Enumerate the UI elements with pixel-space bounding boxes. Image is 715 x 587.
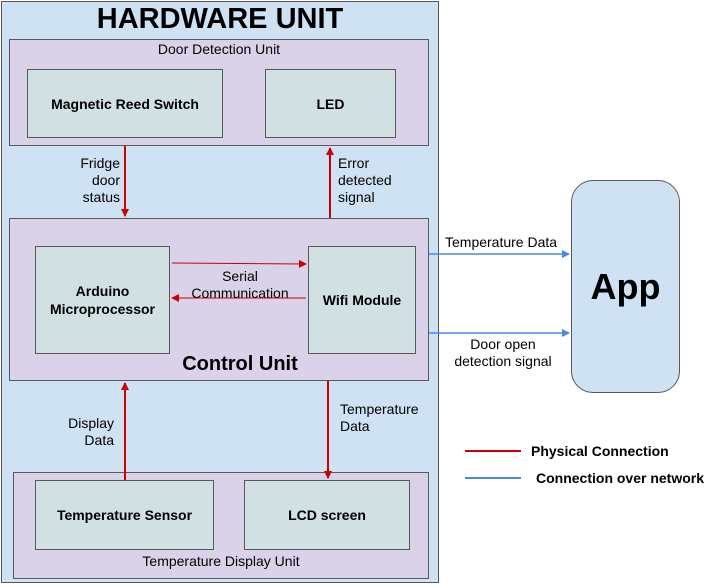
temperature-data-down-line2: Data: [340, 418, 370, 434]
arduino-label-line1: Arduino: [75, 283, 130, 299]
legend-network-label: Connection over network: [536, 470, 705, 486]
display-data-line2: Data: [84, 432, 114, 448]
temperature-data-down-line1: Temperature: [340, 401, 419, 417]
led-label: LED: [316, 95, 345, 112]
magnetic-reed-switch-label: Magnetic Reed Switch: [51, 95, 199, 112]
arduino-microprocessor-box: Arduino Microprocessor: [35, 246, 170, 354]
display-data-label: Display Data: [58, 415, 114, 449]
door-open-signal-line2: detection signal: [454, 353, 552, 369]
serial-communication-label: Serial Communication: [172, 268, 308, 302]
serial-line2: Communication: [191, 285, 289, 301]
fridge-door-status-line2: door: [91, 172, 120, 188]
temperature-display-unit-label: Temperature Display Unit: [142, 553, 300, 569]
serial-to-wifi-arrow: [171, 259, 307, 268]
legend-physical-label: Physical Connection: [531, 443, 669, 459]
magnetic-reed-switch-box: Magnetic Reed Switch: [27, 69, 223, 138]
temperature-data-app-label: Temperature Data: [445, 234, 558, 250]
arduino-label-line2: Microprocessor: [49, 301, 156, 317]
error-signal-line3: signal: [338, 189, 375, 205]
lcd-screen-box: LCD screen: [244, 480, 410, 550]
led-box: LED: [265, 69, 396, 138]
temperature-data-down-label: Temperature Data: [340, 401, 419, 435]
wifi-module-label: Wifi Module: [322, 292, 402, 308]
wifi-module-box: Wifi Module: [308, 246, 416, 354]
fridge-door-status-line1: Fridge: [80, 155, 120, 171]
fridge-door-status-label: Fridge door status: [62, 155, 120, 206]
error-signal-line1: Error: [338, 155, 370, 171]
control-unit-label: Control Unit: [182, 353, 298, 375]
lcd-screen-label: LCD screen: [288, 507, 366, 523]
error-detected-signal-label: Error detected signal: [338, 155, 392, 206]
door-open-signal-line1: Door open: [470, 336, 536, 352]
app-label: App: [590, 265, 661, 307]
serial-line1: Serial: [222, 268, 258, 284]
display-data-line1: Display: [68, 415, 114, 431]
hardware-unit-title: HARDWARE UNIT: [96, 3, 344, 35]
app-box: App: [571, 180, 680, 393]
temperature-sensor-label: Temperature Sensor: [56, 507, 193, 523]
fridge-door-status-line3: status: [82, 189, 120, 205]
door-detection-unit-label: Door Detection Unit: [157, 41, 281, 57]
error-signal-line2: detected: [338, 172, 392, 188]
temperature-sensor-box: Temperature Sensor: [35, 480, 214, 550]
door-open-signal-label: Door open detection signal: [440, 336, 566, 370]
